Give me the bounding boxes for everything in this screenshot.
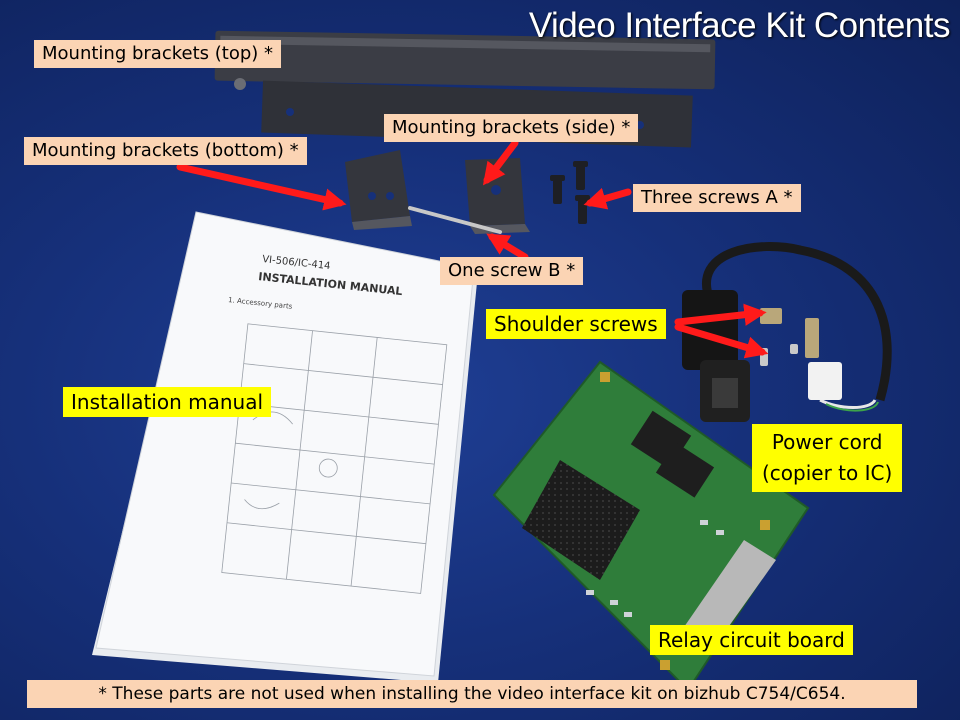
label-screws-a: Three screws A * [633, 184, 801, 212]
label-brackets-bottom: Mounting brackets (bottom) * [24, 137, 307, 165]
bracket-bottom [345, 150, 412, 230]
label-relay-board: Relay circuit board [650, 625, 853, 655]
screws-a [550, 161, 590, 224]
footnote: * These parts are not used when installi… [27, 680, 917, 708]
arrow-shoulder-top [674, 303, 767, 326]
screw-b [408, 206, 502, 234]
label-brackets-side: Mounting brackets (side) * [384, 114, 639, 142]
arrow-side-bracket [482, 139, 519, 186]
label-shoulder-screws: Shoulder screws [486, 309, 666, 339]
label-power-cord: Power cord (copier to IC) [752, 424, 903, 492]
arrow-screws-a [583, 187, 632, 210]
page-title: Video Interface Kit Contents [528, 6, 951, 45]
arrow-screw-b [486, 233, 529, 261]
arrow-bottom-bracket [176, 163, 347, 211]
label-brackets-top: Mounting brackets (top) * [34, 40, 282, 68]
callout-arrows [176, 139, 769, 359]
label-installation-manual: Installation manual [63, 387, 272, 417]
shoulder-screws [760, 308, 819, 366]
installation-manual: VI-506/IC-414 INSTALLATION MANUAL 1. Acc… [92, 211, 478, 683]
label-power-cord-line1: Power cord [771, 430, 883, 454]
power-cord [682, 242, 892, 422]
arrow-shoulder-bottom [674, 323, 769, 359]
relay-circuit-board [492, 360, 810, 692]
label-power-cord-line2: (copier to IC) [762, 461, 893, 485]
label-screw-b: One screw B * [440, 257, 584, 285]
